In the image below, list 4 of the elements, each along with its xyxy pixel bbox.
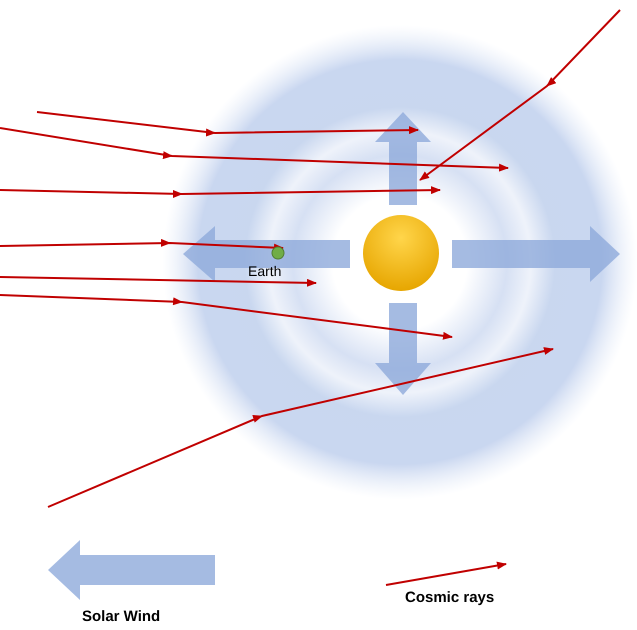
legend-label: Solar Wind <box>82 608 160 625</box>
earth-label: Earth <box>248 263 282 279</box>
legend-label: Cosmic rays <box>405 589 494 606</box>
sun-circle <box>363 215 439 291</box>
